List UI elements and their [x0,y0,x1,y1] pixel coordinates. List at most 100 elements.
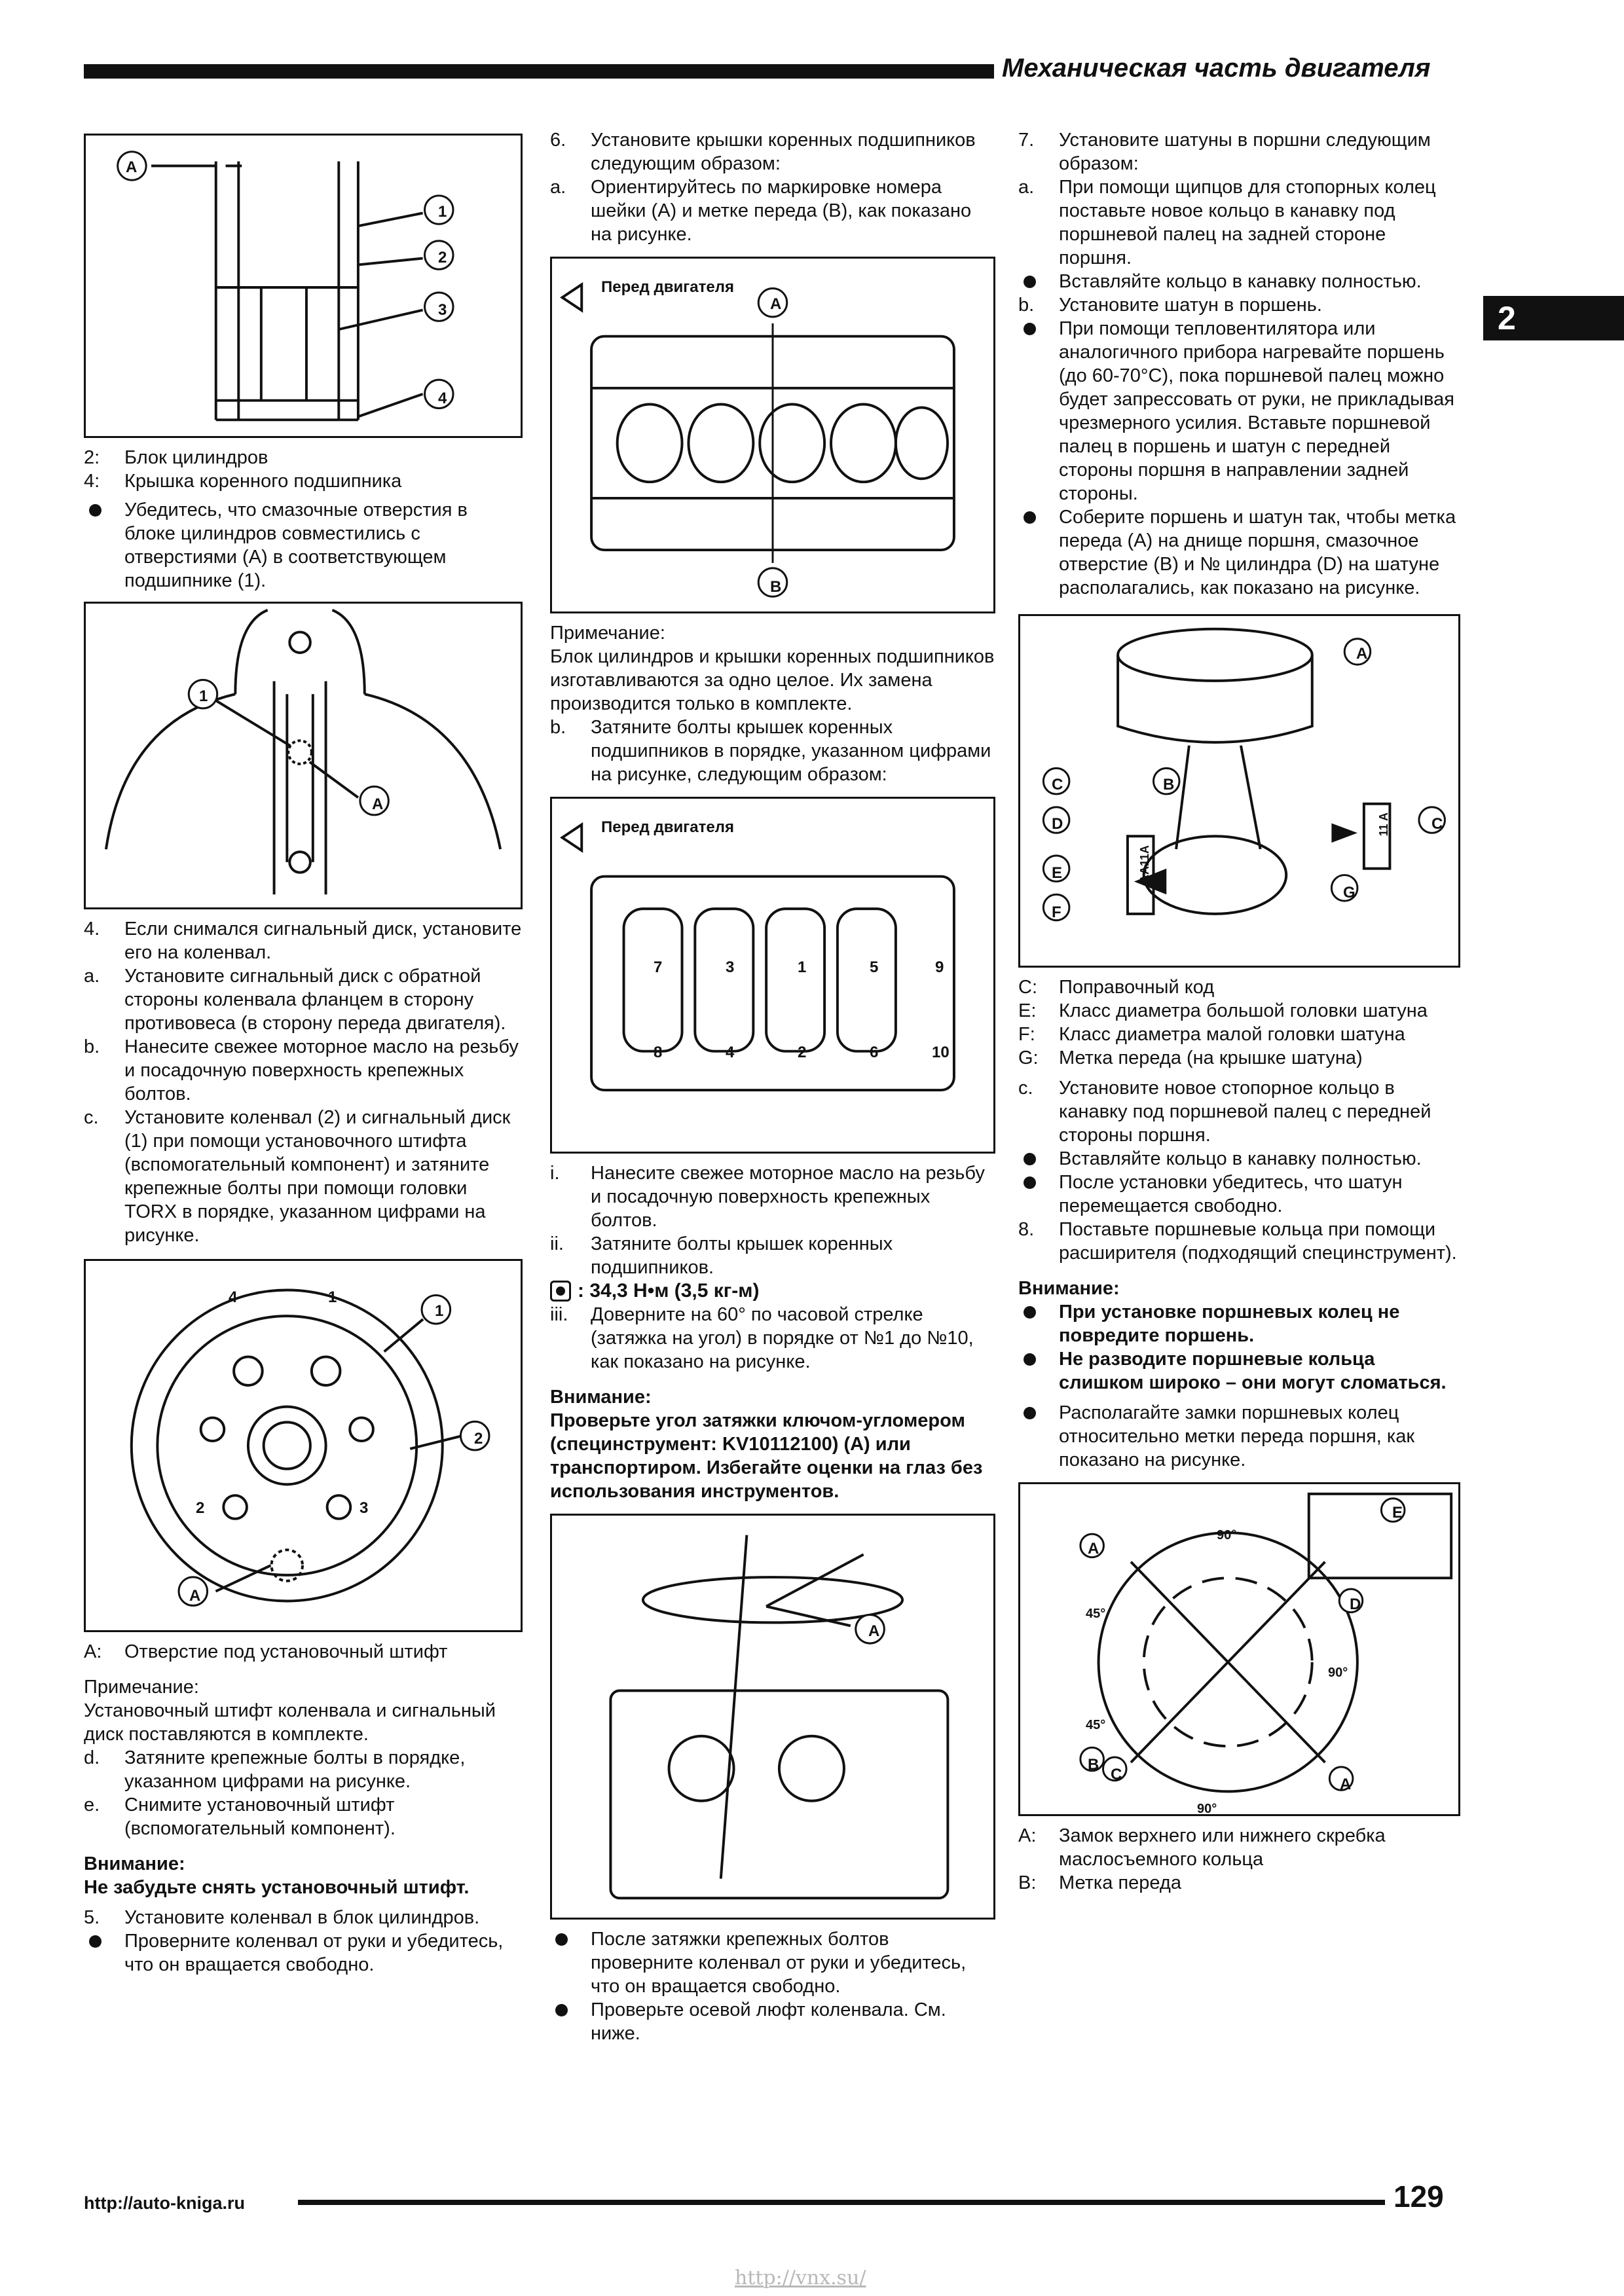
fig8-label-b: B [1088,1756,1099,1774]
step-6b-i: i.Нанесите свежее моторное масло на резь… [550,1163,985,1231]
bullet-ring-gaps: Располагайте замки поршневых колец относ… [1018,1401,1460,1472]
bullet-rotate-after: После затяжки крепежных болтов провернит… [550,1927,995,1998]
fig8-label-d: D [1350,1595,1361,1613]
figure-main-caps: Перед двигателя A B [550,257,995,613]
fig3-label-2-num: 2 [196,1499,205,1517]
fig4-label-a: A [770,295,782,313]
fig8-angle-bottom: 90° [1197,1802,1217,1816]
note-title-1: Примечание: [84,1677,199,1698]
fig8-label-e: E [1392,1504,1403,1522]
fig3-label-1: 1 [435,1302,444,1320]
bearing-section-drawing [117,151,454,422]
fig7-caption-e: E:Класс диаметра большой головки шатуна [1018,1000,1428,1021]
fig7-rod-mark-right: 11 A [1377,812,1390,837]
fig5-num-4: 4 [726,1044,735,1061]
note-text-1: Установочный штифт коленвала и сигнальны… [84,1700,496,1745]
bullet-heat-piston: При помощи тепловентилятора или аналогич… [1018,317,1460,505]
chapter-tab: 2 [1483,296,1624,340]
fig7-caption-f: F:Класс диаметра малой головки шатуна [1018,1024,1405,1045]
step-4a: a.Установите сигнальный диск с обратной … [84,966,506,1034]
fig1-label-2: 2 [438,249,447,266]
bullet-rotate-crank: Проверните коленвал от руки и убедитесь,… [84,1929,523,1977]
angle-gauge-drawing [609,1535,950,1900]
bullet-oil-holes: Убедитесь, что смазочные отверстия в бло… [84,498,523,592]
fig1-label-4: 4 [438,390,447,407]
figure-oil-hole: 1 A [84,602,523,909]
fig7-label-b: B [1163,776,1175,793]
fig8-angle-right: 90° [1328,1666,1348,1680]
piston-rod-drawing [1042,627,1446,922]
step-6a: a.Ориентируйтесь по маркировке номера ше… [550,177,972,245]
main-caps-drawing [560,282,955,598]
fig6-label-a: A [868,1622,880,1640]
step-5: 5.Установите коленвал в блок цилиндров. [84,1907,480,1928]
page-number: 129 [1393,2179,1444,2214]
fig8-angle-top: 90° [1217,1528,1237,1542]
fig8-angle-45-top: 45° [1086,1607,1106,1621]
fig1-caption-1: 2:Блок цилиндров [84,447,268,468]
fig2-label-1: 1 [199,687,208,705]
column-3: 7.Установите шатуны в поршни следующим о… [1018,128,1460,1895]
footer-rule [298,2200,1385,2205]
fig5-num-7: 7 [654,958,663,976]
fig7-caption-c: C:Поправочный код [1018,977,1215,998]
warning-text-1: Не забудьте снять установочный штифт. [84,1877,470,1898]
step-6b: b.Затяните болты крышек коренных подшипн… [550,717,991,785]
bullet-rod-free: После установки убедитесь, что шатун пер… [1018,1171,1460,1218]
ring-gaps-drawing [1079,1492,1453,1793]
header-bar [84,64,994,79]
step-4: 4.Если снимался сигнальный диск, установ… [84,919,522,963]
footer-url[interactable]: http://auto-kniga.ru [84,2193,245,2213]
section-title: Механическая часть двигателя [1002,54,1431,82]
bullet-assemble: Соберите поршень и шатун так, чтобы метк… [1018,505,1460,600]
figure-piston-rod: A C B D E F G C 11 A AA11A [1018,614,1460,968]
column-2: 6.Установите крышки коренных подшипников… [550,128,995,2045]
fig5-num-5: 5 [870,958,879,976]
figure-bearing-section: A 1 2 3 4 [84,134,523,438]
fig8-caption-a: A:Замок верхнего или нижнего скребка мас… [1018,1825,1386,1870]
fig7-label-a: A [1356,645,1368,663]
fig5-num-1: 1 [798,958,807,976]
fig8-label-a-top: A [1088,1540,1099,1558]
bullet-ring-full-2: Вставляйте кольцо в канавку полностью. [1018,1147,1460,1171]
step-7c: c.Установите новое стопорное кольцо в ка… [1018,1078,1431,1146]
fig4-label-b: B [770,578,782,596]
fig7-label-c-left: C [1052,776,1063,793]
fig3-caption: A:Отверстие под установочный штифт [84,1641,448,1662]
tightening-order-drawing [560,822,955,1092]
step-4b: b.Нанесите свежее моторное масло на резь… [84,1036,519,1104]
fig8-caption-b: B:Метка передa [1018,1872,1181,1893]
bullet-endplay: Проверьте осевой люфт коленвала. См. ниж… [550,1998,995,2045]
warning-bullet-2: Не разводите поршневые кольца слишком ши… [1018,1347,1460,1394]
figure-angle-gauge: A [550,1514,995,1920]
fig1-label-a: A [126,158,138,176]
watermark-link[interactable]: http://vnx.su/ [735,2267,866,2289]
step-4e: e.Снимите установочный штифт (вспомогате… [84,1795,396,1839]
fig1-label-1: 1 [438,203,447,221]
fig7-label-f: F [1052,903,1061,921]
fig5-num-10: 10 [932,1044,950,1061]
note-text-2: Блок цилиндров и крышки коренных подшипн… [550,646,995,714]
fig7-label-c-right: C [1431,815,1443,833]
note-title-2: Примечание: [550,623,665,644]
fig3-label-a: A [189,1587,201,1605]
fig8-label-c: C [1111,1766,1122,1783]
fig5-num-6: 6 [870,1044,879,1061]
column-1: A 1 2 3 4 2:Блок цилиндров 4:Крышка коре… [84,128,523,1977]
fig5-num-9: 9 [935,958,944,976]
warning-title-2: Внимание: [550,1387,652,1408]
fig7-label-g: G [1343,884,1356,902]
fig8-label-a-bottom: A [1340,1776,1352,1793]
warning-text-2: Проверьте угол затяжки ключом-угломером … [550,1410,983,1502]
fig8-angle-45-bottom: 45° [1086,1718,1106,1732]
step-8: 8.Поставьте поршневые кольца при помощи … [1018,1219,1457,1264]
step-6: 6.Установите крышки коренных подшипников… [550,130,976,174]
step-4c: c.Установите коленвал (2) и сигнальный д… [84,1107,511,1246]
fig5-caption: Перед двигателя [601,818,734,836]
step-7: 7.Установите шатуны в поршни следующим о… [1018,130,1431,174]
fig3-label-1-num: 1 [328,1288,337,1306]
oil-hole-drawing [104,609,502,895]
fig2-label-a: A [372,795,384,813]
fig5-num-3: 3 [726,958,735,976]
signal-disc-drawing [130,1288,490,1607]
